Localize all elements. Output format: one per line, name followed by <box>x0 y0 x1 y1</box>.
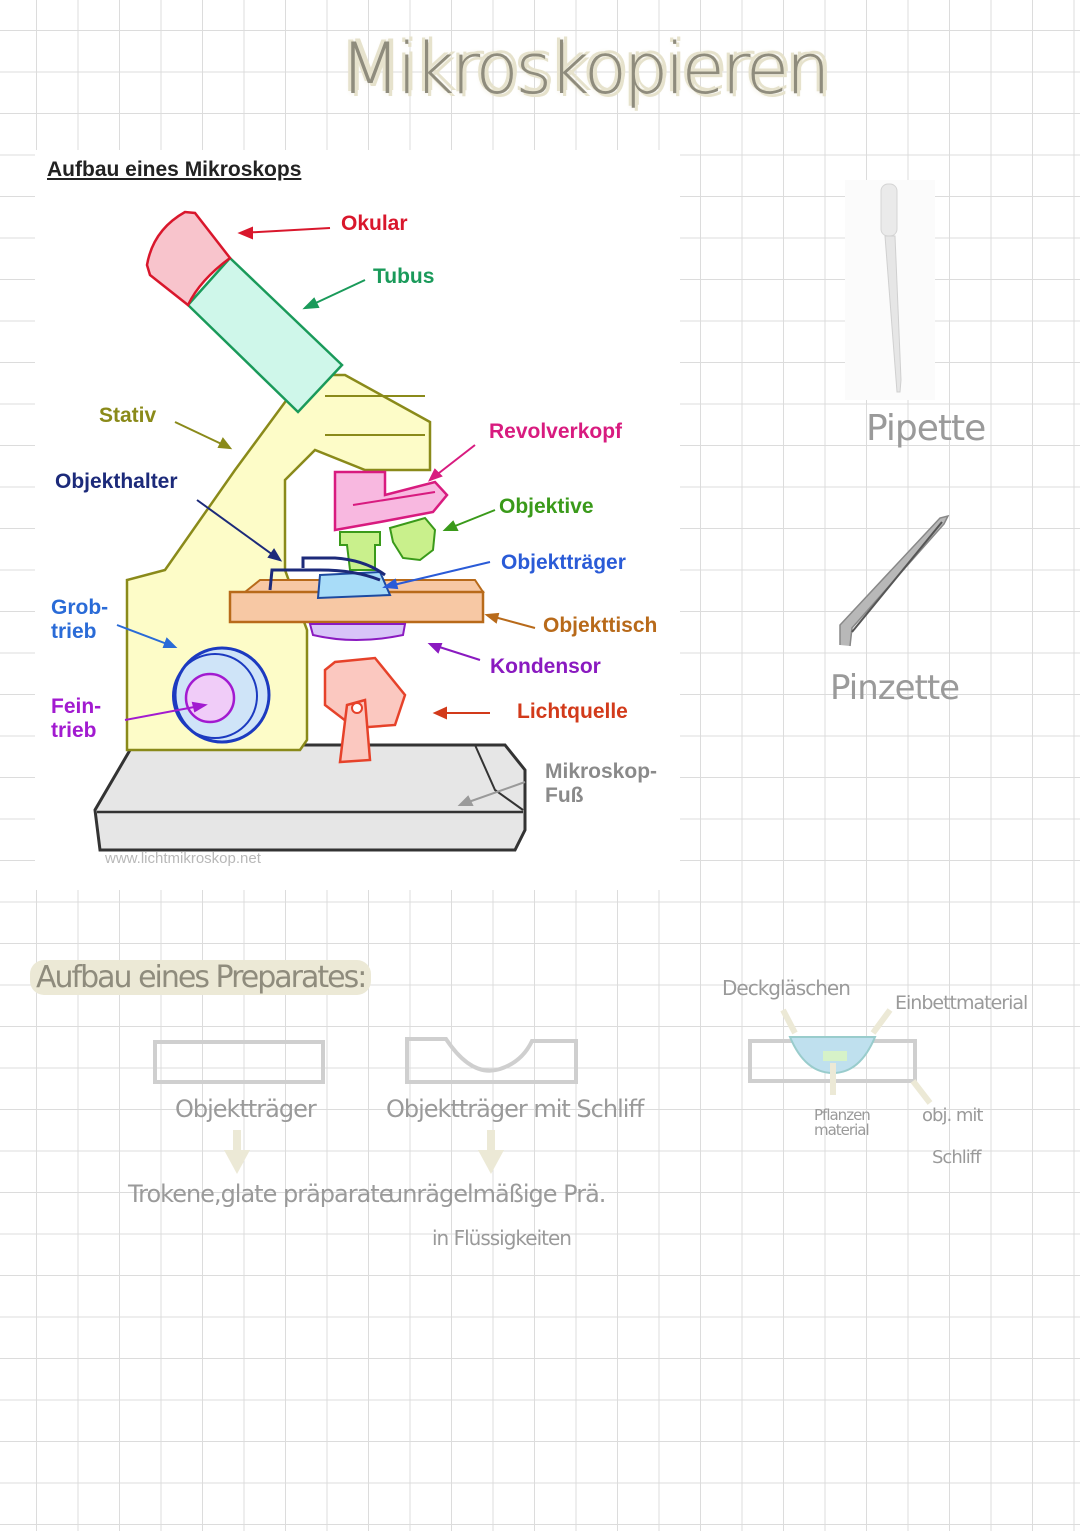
tweezers-icon <box>839 514 950 647</box>
label-objektive: Objektive <box>499 495 594 518</box>
ground-slide-use-line2: in Flüssigkeiten <box>432 1226 572 1250</box>
microscope-eyepiece <box>145 210 232 307</box>
plain-slide-shape <box>153 1040 325 1084</box>
label-grobtrieb-line2: trieb <box>51 620 97 644</box>
label-feintrieb-line2: trieb <box>51 719 97 743</box>
label-grobtrieb: Grob- trieb <box>51 596 108 644</box>
label-pflanzenmaterial-line1: Pflanzen <box>814 1106 871 1124</box>
label-fuss-line1: Mikroskop- <box>545 760 658 783</box>
label-okular: Okular <box>341 212 408 235</box>
microscope-object-holder <box>268 556 386 591</box>
arrow-down-icon <box>478 1130 504 1174</box>
pinzette-label: Pinzette <box>830 668 960 708</box>
pipette-label: Pipette <box>866 408 986 449</box>
label-schliff: Schliff <box>932 1147 981 1168</box>
microscope-slide <box>316 570 392 600</box>
label-tubus: Tubus <box>373 265 435 288</box>
label-mikroskop-fuss: Mikroskop- Fuß <box>545 760 657 808</box>
diagram-heading: Aufbau eines Mikroskops <box>47 158 302 181</box>
page-title: Mikroskopieren <box>340 28 830 110</box>
arrow-down-icon <box>224 1130 250 1174</box>
label-fuss-line2: Fuß <box>545 784 584 808</box>
label-pflanzenmaterial: Pflanzen material <box>814 1106 871 1139</box>
pipette-icon <box>880 183 902 393</box>
microscope-tube <box>186 256 344 414</box>
microscope-light-source <box>323 656 407 764</box>
microscope-condenser <box>308 623 407 641</box>
ground-slide-use-line1: unrägelmäßige Prä. <box>388 1180 606 1208</box>
label-lichtquelle: Lichtquelle <box>517 700 628 723</box>
label-feintrieb-line1: Fein- <box>51 695 102 718</box>
label-deckglas: Deckgläschen <box>722 976 851 1000</box>
ground-slide-shape <box>405 1037 578 1084</box>
ground-slide-label: Objektträger mit Schliff <box>386 1095 644 1123</box>
microscope-knobs <box>172 646 271 744</box>
plain-slide-label: Objektträger <box>175 1095 317 1123</box>
label-grobtrieb-line1: Grob- <box>51 596 109 619</box>
label-feintrieb: Fein- trieb <box>51 695 101 743</box>
label-objekttisch: Objekttisch <box>543 614 658 637</box>
watermark: www.lichtmikroskop.net <box>105 850 261 867</box>
preparation-heading: Aufbau eines Preparates: <box>30 960 372 995</box>
label-objekthalter: Objekthalter <box>55 470 178 493</box>
microscope-illustration <box>93 210 536 852</box>
label-obj-mit: obj. mit <box>922 1105 983 1126</box>
microscope-revolver <box>333 470 449 532</box>
pipette-image <box>845 180 935 400</box>
slide-cross-section <box>748 1008 933 1105</box>
label-arrows <box>116 226 536 806</box>
label-einbettmaterial: Einbettmaterial <box>895 992 1028 1014</box>
label-stativ: Stativ <box>99 404 157 427</box>
microscope-diagram: Aufbau eines Mikroskops <box>35 150 680 890</box>
label-revolverkopf: Revolverkopf <box>489 420 623 443</box>
label-objekttraeger: Objektträger <box>501 551 626 574</box>
plain-slide-use: Trokene,glate präparate <box>128 1180 393 1208</box>
label-pflanzenmaterial-line2: material <box>814 1121 870 1139</box>
label-kondensor: Kondensor <box>490 655 601 678</box>
